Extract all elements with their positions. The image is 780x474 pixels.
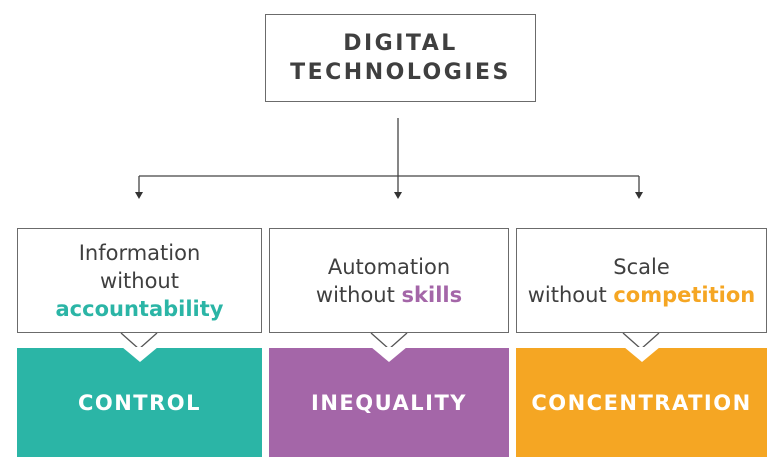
cause-line-1: Scale — [613, 254, 670, 279]
cause-line-1: Automation — [327, 254, 451, 279]
outcome-label: CONTROL — [77, 390, 202, 415]
title-line-1: DIGITAL — [343, 31, 458, 56]
outcome-label: INEQUALITY — [311, 390, 467, 415]
cause-highlight: skills — [401, 282, 463, 307]
title-line-2: TECHNOLOGIES — [290, 60, 511, 85]
callout-scale: Scale without competition — [516, 228, 767, 333]
outcome-label: CONCENTRATION — [531, 390, 752, 415]
arrowhead-left-icon — [135, 192, 143, 199]
notch-icon — [121, 347, 158, 362]
outcome-inequality-box: INEQUALITY — [269, 347, 509, 457]
outcome-concentration-box: CONCENTRATION — [516, 347, 767, 457]
cause-line-2: without accountability — [55, 268, 224, 321]
arrowhead-right-icon — [635, 192, 643, 199]
callout-automation: Automation without skills — [269, 228, 509, 333]
callout-information: Information without accountability — [17, 228, 262, 333]
cause-highlight: competition — [613, 282, 756, 307]
cause-highlight: accountability — [55, 296, 224, 321]
digital-technologies-box: DIGITAL TECHNOLOGIES — [265, 14, 536, 102]
arrowhead-center-icon — [394, 192, 402, 199]
cause-line-2: without skills — [315, 282, 463, 307]
notch-icon — [371, 347, 407, 362]
outcome-control-box: CONTROL — [17, 347, 262, 457]
cause-line-1: Information — [78, 240, 201, 265]
notch-icon — [623, 347, 660, 362]
cause-line-2: without competition — [527, 282, 756, 307]
